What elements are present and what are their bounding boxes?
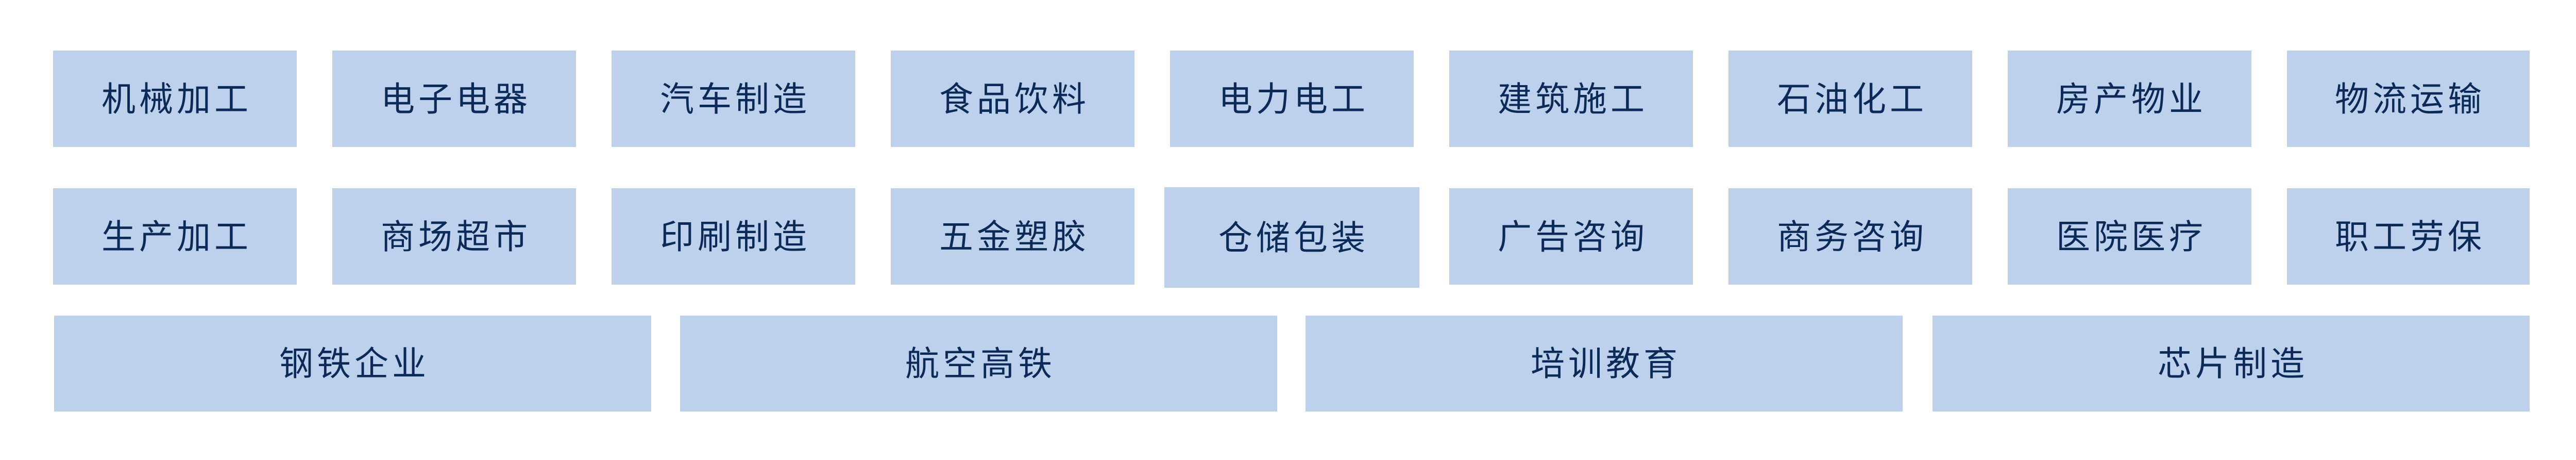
tag-chip[interactable]: 培训教育 bbox=[1306, 316, 1903, 412]
tag-chip[interactable]: 五金塑胶 bbox=[891, 188, 1134, 285]
tag-chip[interactable]: 职工劳保 bbox=[2287, 188, 2530, 285]
tag-chip[interactable]: 钢铁企业 bbox=[54, 316, 651, 412]
tag-chip[interactable]: 芯片制造 bbox=[1933, 316, 2530, 412]
tag-chip[interactable]: 建筑施工 bbox=[1449, 51, 1693, 147]
tag-chip[interactable]: 印刷制造 bbox=[612, 188, 855, 285]
tag-chip[interactable]: 机械加工 bbox=[53, 51, 297, 147]
tag-chip[interactable]: 商务咨询 bbox=[1728, 188, 1972, 285]
tag-chip[interactable]: 物流运输 bbox=[2287, 51, 2530, 147]
tag-chip[interactable]: 电力电工 bbox=[1170, 51, 1414, 147]
tag-chip[interactable]: 石油化工 bbox=[1728, 51, 1972, 147]
tag-chip[interactable]: 食品饮料 bbox=[891, 51, 1134, 147]
tag-chip[interactable]: 商场超市 bbox=[332, 188, 576, 285]
tag-chip[interactable]: 航空高铁 bbox=[680, 316, 1277, 412]
tag-chip[interactable]: 仓储包装 bbox=[1164, 187, 1419, 288]
tag-chip[interactable]: 广告咨询 bbox=[1449, 188, 1693, 285]
tag-chip[interactable]: 生产加工 bbox=[53, 188, 297, 285]
tag-chip[interactable]: 房产物业 bbox=[2008, 51, 2251, 147]
tag-chip[interactable]: 医院医疗 bbox=[2008, 188, 2251, 285]
tag-chip[interactable]: 汽车制造 bbox=[612, 51, 855, 147]
tag-chip[interactable]: 电子电器 bbox=[332, 51, 576, 147]
